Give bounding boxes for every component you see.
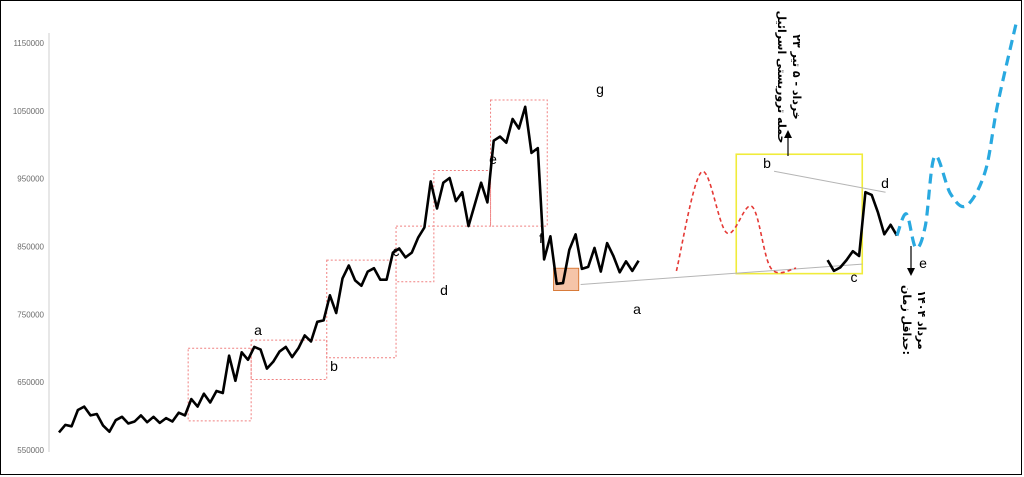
annotation-arrows (784, 130, 915, 276)
wave-labels: a b c d e f g a b c d e (254, 81, 927, 374)
wave-label-f: f (539, 230, 543, 246)
projection-blue-line (895, 20, 1019, 250)
wave-label-d: d (881, 175, 889, 191)
war-period-box (735, 153, 864, 275)
wave-box-4 (395, 225, 435, 283)
y-tick-label: 950000 (17, 175, 44, 184)
top-note-line-1: حمله تروریستی اسرائیل (775, 11, 788, 144)
y-tick-label: 1150000 (13, 39, 44, 48)
wave-label-e: e (489, 151, 497, 167)
wave-label-c: c (393, 243, 400, 259)
y-tick-label: 850000 (17, 243, 44, 252)
wave-label-a: a (633, 301, 641, 317)
top-note-line-2: ۲۳ خرداد - ۵ تیر (790, 34, 803, 119)
wave-box-2 (250, 339, 328, 380)
wave-box-6 (490, 99, 548, 227)
y-tick-label: 750000 (17, 310, 44, 319)
y-axis-ticks: 1150000 1050000 950000 850000 750000 650000 55… (13, 39, 45, 455)
wave-label-e: e (919, 255, 927, 271)
up-arrow-head (784, 130, 792, 138)
wave-label-g: g (596, 81, 604, 97)
down-arrow-head (907, 268, 915, 276)
trendline-top (773, 170, 886, 193)
wave-label-b: b (330, 358, 338, 374)
wave-label-a: a (254, 322, 262, 338)
y-tick-label: 550000 (17, 446, 44, 455)
wave-box-1 (187, 347, 252, 422)
y-tick-label: 650000 (17, 378, 44, 387)
wave-label-b: b (763, 155, 771, 171)
wave-label-c: c (851, 269, 858, 285)
y-tick-label: 1050000 (13, 107, 45, 116)
wave-label-d: d (440, 282, 448, 298)
bottom-note-line-2: مرداد ۱۴۰۴ (915, 290, 928, 349)
bottom-note-line-1: حداقل زمان: (900, 285, 913, 355)
projection-red-line (675, 171, 797, 274)
trendline-bottom (580, 263, 863, 285)
price-line-0 (58, 105, 640, 434)
price-line-1 (826, 190, 899, 273)
series-lines (58, 20, 1019, 434)
